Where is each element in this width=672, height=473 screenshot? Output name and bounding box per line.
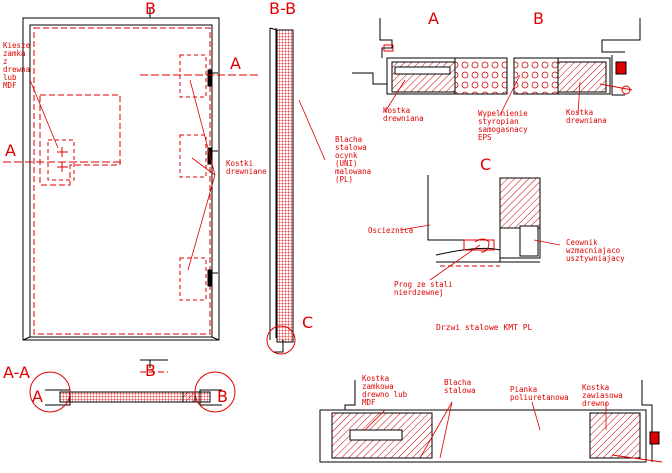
label-lock-block-line: zamkowa: [362, 382, 394, 391]
mark-c-bb: C: [302, 313, 313, 332]
mark-aa: A-A: [3, 363, 30, 382]
label-block-b-line: drewniana: [566, 116, 607, 125]
label-pu-foam-line: Pianka: [510, 385, 537, 394]
label-threshold-line: nierdzewnej: [394, 288, 444, 297]
label-lock-block-line: Kostka: [362, 374, 389, 383]
label-frame-line: Oscieznica: [368, 226, 413, 235]
detail-label-b: B: [533, 9, 544, 28]
label-sheet-galv-line: ocynk: [335, 151, 358, 160]
label-eps-line: samogasnacy: [478, 125, 528, 134]
label-wood-blocks-elev-line: Kostki: [226, 159, 253, 168]
bottom-section: [319, 380, 663, 463]
label-eps-line: EPS: [478, 133, 492, 142]
label-pu-foam-line: poliuretanowa: [510, 393, 569, 402]
label-sheet-galv-line: malowana: [335, 167, 371, 176]
bottom-leaders: [364, 401, 607, 459]
label-block-a-line: Kostka: [383, 106, 410, 115]
label-eps-line: styropian: [478, 117, 519, 126]
mark-bb: B-B: [269, 0, 296, 18]
label-hinge-block-line: Kostka: [582, 383, 609, 392]
label-insert-line: zamka: [3, 49, 26, 58]
mark-a-aa: A: [32, 387, 43, 406]
detail-label-c: C: [480, 155, 491, 174]
label-sheet-line: stalowa: [444, 386, 476, 395]
door-elevation: [3, 8, 260, 368]
label-sheet-galv-line: (UNI): [335, 159, 358, 168]
label-insert-line: MDF: [3, 81, 17, 90]
label-eps-line: Wypelnienie: [478, 109, 528, 118]
detail-label-a: A: [428, 9, 439, 28]
label-wood-blocks-elev-line: drewniane: [226, 167, 267, 176]
elevation-leaders: [29, 79, 326, 271]
detail-b: [513, 18, 641, 96]
mark-a-left: A: [5, 141, 16, 160]
mark-b-top: B: [145, 0, 156, 18]
label-lock-block-line: drewno lub: [362, 390, 408, 399]
label-insert-line: lub: [3, 73, 17, 82]
mark-b-bottom: B: [145, 361, 156, 380]
label-sheet-galv-line: Blacha: [335, 135, 362, 144]
label-sheet-line: Blacha: [444, 378, 471, 387]
label-insert-line: z: [3, 57, 8, 66]
label-channel-line: Ceownik: [566, 238, 598, 247]
mark-b-aa: B: [217, 387, 228, 406]
section-bb-vertical: [266, 27, 296, 355]
label-lock-block-line: MDF: [362, 398, 376, 407]
label-channel-line: usztywniajacy: [566, 254, 625, 263]
label-insert-line: Kiesze: [3, 41, 31, 50]
label-sheet-galv-line: (PL): [335, 175, 353, 184]
label-block-b-line: Kostka: [566, 108, 593, 117]
detail-leaders: [384, 74, 581, 281]
mark-a-elev: A: [230, 54, 241, 73]
labels-layer: KieszezamkazdrewnalubMDFKostkidrewnianeB…: [3, 41, 625, 408]
label-block-a-line: drewniana: [383, 114, 424, 123]
detail-a: [352, 18, 508, 95]
label-channel-line: wzmacniajaco: [566, 246, 621, 255]
drawing-title: Drzwi stalowe KMT PL: [436, 323, 533, 332]
section-aa-horizontal: [29, 359, 236, 413]
label-hinge-block-line: drewno: [582, 399, 610, 408]
label-sheet-galv-line: stalowa: [335, 143, 367, 152]
label-threshold-line: Prog ze stali: [394, 280, 453, 289]
label-hinge-block-line: zawiasowa: [582, 391, 623, 400]
label-insert-line: drewna: [3, 65, 30, 74]
detail-c: [427, 175, 541, 267]
